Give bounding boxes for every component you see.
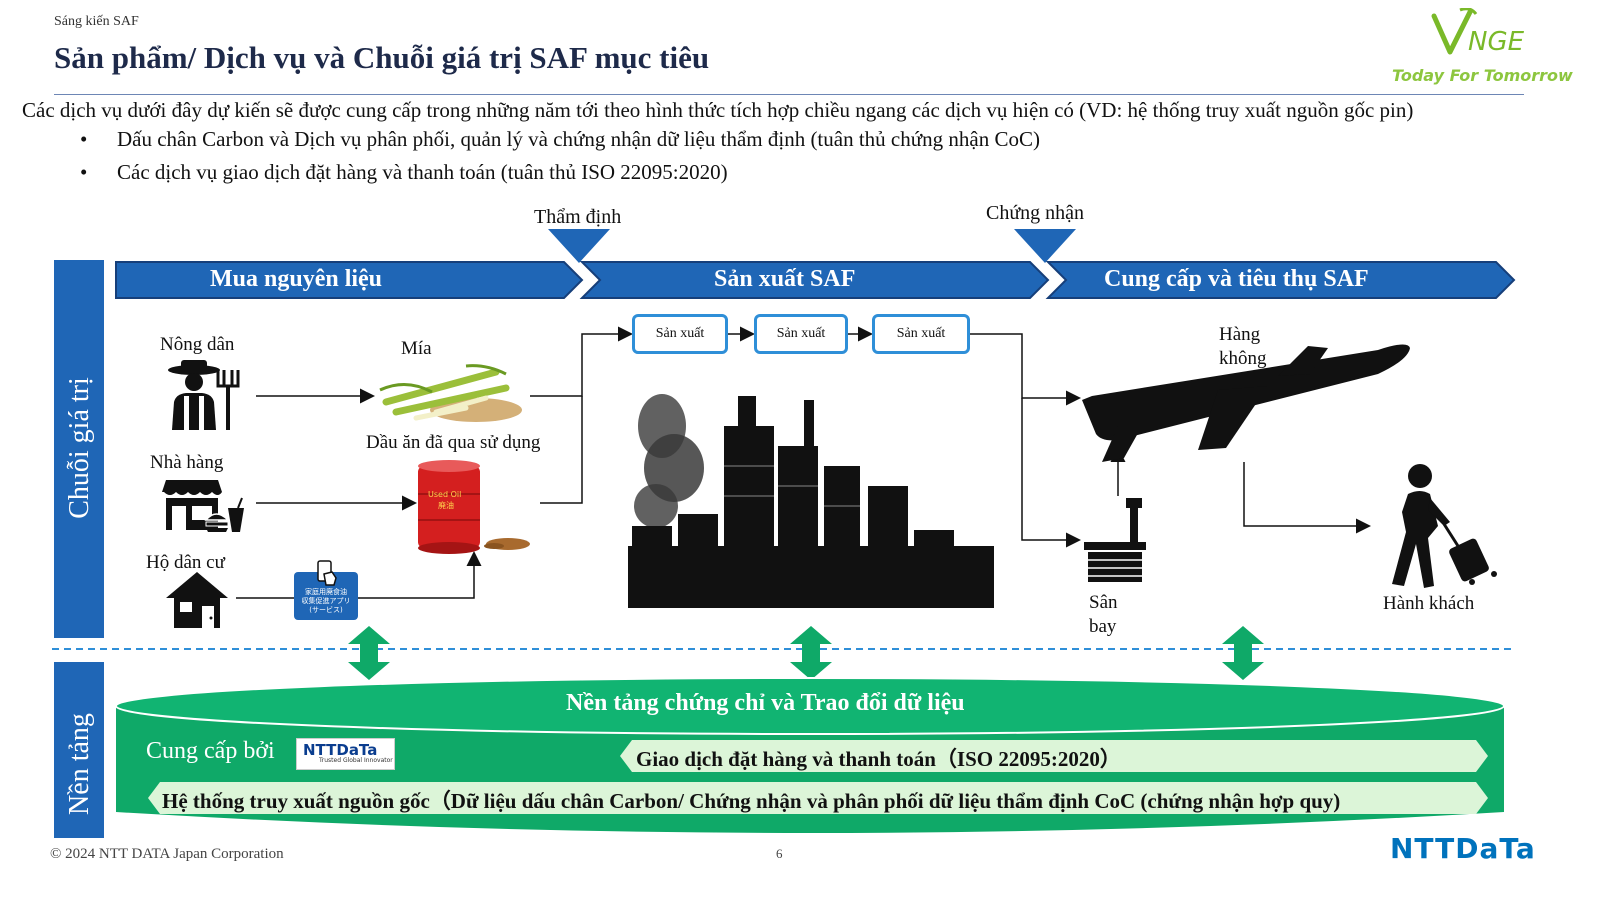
double-arrow-icon [1222,626,1264,680]
actor-restaurant-label: Nhà hàng [150,452,224,473]
passenger-label: Hành khách [1383,593,1475,614]
provider-tagline: Trusted Global Innovator [319,757,393,764]
used-oil-label: Dầu ăn đã qua sử dụng [366,432,541,453]
stage-label-production: Sản xuất SAF [714,266,856,292]
stage-arrows [115,261,1516,299]
restaurant-icon [162,480,244,532]
production-step-box: Sản xuất [754,314,848,354]
bullet-text: Các dịch vụ giao dịch đặt hàng và thanh … [117,160,728,184]
provider-logo-text: NTTDaTa [303,741,378,759]
bullet-item: • Các dịch vụ giao dịch đặt hàng và thanh… [80,160,728,185]
platform-title: Nền tảng chứng chỉ và Trao đổi dữ liệu [566,690,965,716]
provider-logo: NTTDaTa Trusted Global Innovator [296,738,395,770]
oil-barrel-icon [418,460,530,554]
intro-text: Các dịch vụ dưới đây dự kiến sẽ được cun… [22,98,1414,122]
passenger-icon [1392,464,1497,588]
service-ribbon-ordering [620,740,1488,772]
collection-app-label: 家庭用廃食油 収集促進アプリ (サービス) [294,588,358,615]
checkpoint-certification-marker-icon [1014,229,1076,263]
vnge-logo-icon: NGE [1431,8,1525,57]
bullet-mark: • [80,160,88,184]
airport-label-line2: bay [1089,616,1117,637]
service-ordering-label: Giao dịch đặt hàng và thanh toán（ISO 220… [636,747,1121,771]
page-number: 6 [776,846,783,861]
side-bar-platform [54,662,104,838]
stage-label-procurement: Mua nguyên liệu [210,266,383,292]
service-traceability-label: Hệ thống truy xuất nguồn gốc（Dữ liệu dấu… [162,789,1341,813]
smartphone-hand-icon [317,560,337,586]
sugarcane-icon [379,364,522,422]
logo-tagline: Today For Tomorrow [1392,66,1573,85]
app-label-line: 収集促進アプリ [301,597,351,605]
aviation-label-line2: không [1219,348,1267,369]
production-step-box: Sản xuất [872,314,970,354]
house-icon [166,572,228,628]
airplane-icon [1082,344,1410,462]
bullet-text: Dấu chân Carbon và Dịch vụ phân phối, qu… [117,127,1040,151]
stage-arrow-production [579,261,1050,299]
actor-household-label: Hộ dân cư [146,552,225,573]
airport-label-line1: Sân [1089,592,1118,613]
double-arrow-icon [790,626,832,680]
farmer-icon [168,360,240,430]
stage-label-distribution: Cung cấp và tiêu thụ SAF [1104,266,1369,292]
stage-arrow-distribution [1045,261,1516,299]
provided-by-label: Cung cấp bởi [146,738,275,764]
side-bar-value-chain [54,260,104,638]
barrel-label: Used Oil [428,490,462,499]
app-label-line: (サービス) [309,606,343,614]
bullet-item: • Dấu chân Carbon và Dịch vụ phân phối, q… [80,127,1040,152]
copyright: © 2024 NTT DATA Japan Corporation [50,846,284,862]
airport-tower-icon [1084,498,1146,582]
service-ribbon-traceability [148,782,1488,814]
bullet-mark: • [80,127,88,151]
sugarcane-label: Mía [401,338,432,359]
aviation-label-line1: Hàng [1219,324,1261,345]
svg-text:NGE: NGE [1468,27,1525,57]
refinery-icon [628,394,994,608]
checkpoint-certification-label: Chứng nhận [986,202,1085,224]
ntt-data-logo: NTTDaTa [1390,832,1536,865]
actor-farmer-label: Nông dân [160,334,235,355]
checkpoint-verification-marker-icon [548,229,610,263]
title-divider [54,94,1524,95]
stage-arrow-procurement [115,261,584,299]
double-arrow-icon [348,626,390,680]
app-label-line: 家庭用廃食油 [305,588,347,596]
page-title: Sản phẩm/ Dịch vụ và Chuỗi giá trị SAF m… [54,40,710,75]
checkpoint-verification-label: Thẩm định [534,206,622,228]
production-step-box: Sản xuất [632,314,728,354]
section-label: Sáng kiến SAF [54,14,139,29]
barrel-sublabel: 廃油 [438,501,454,510]
